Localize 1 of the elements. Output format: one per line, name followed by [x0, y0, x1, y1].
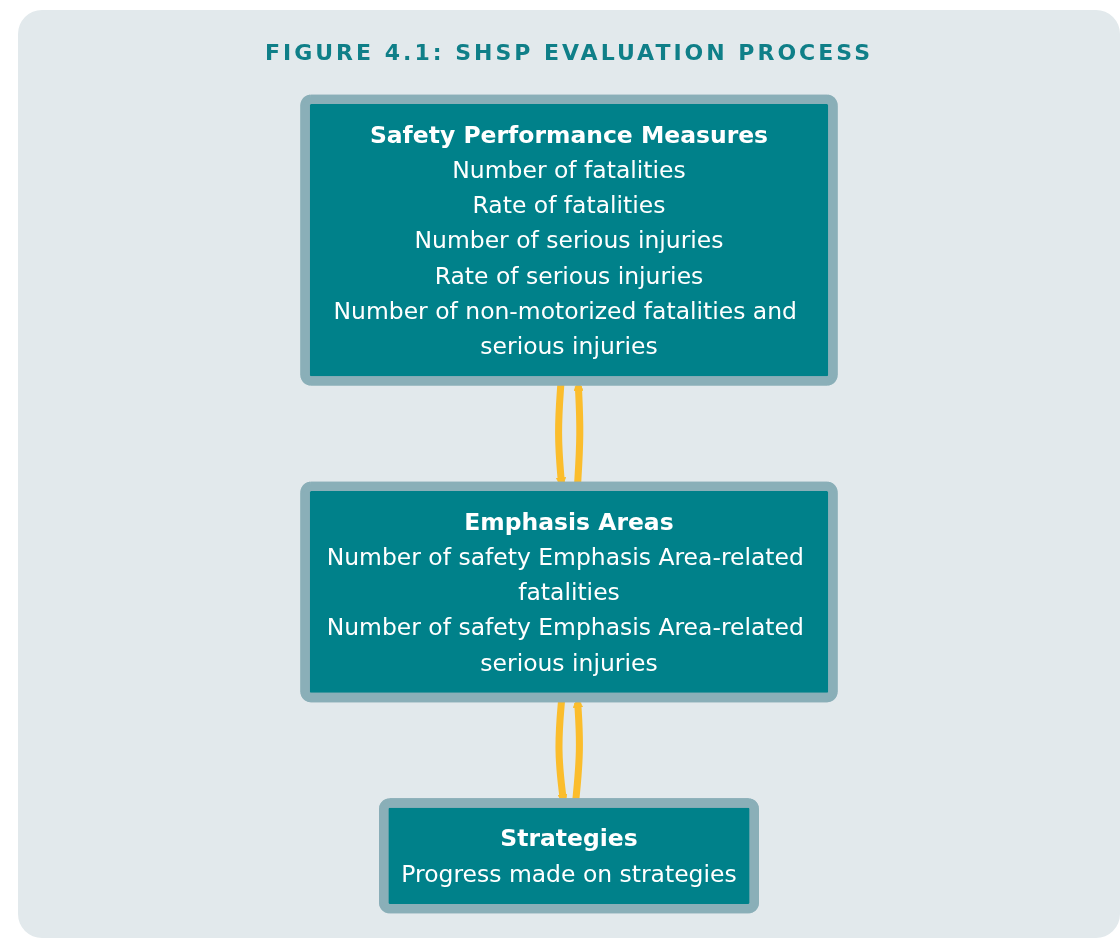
figure-title: FIGURE 4.1: SHSP EVALUATION PROCESS [264, 40, 874, 65]
